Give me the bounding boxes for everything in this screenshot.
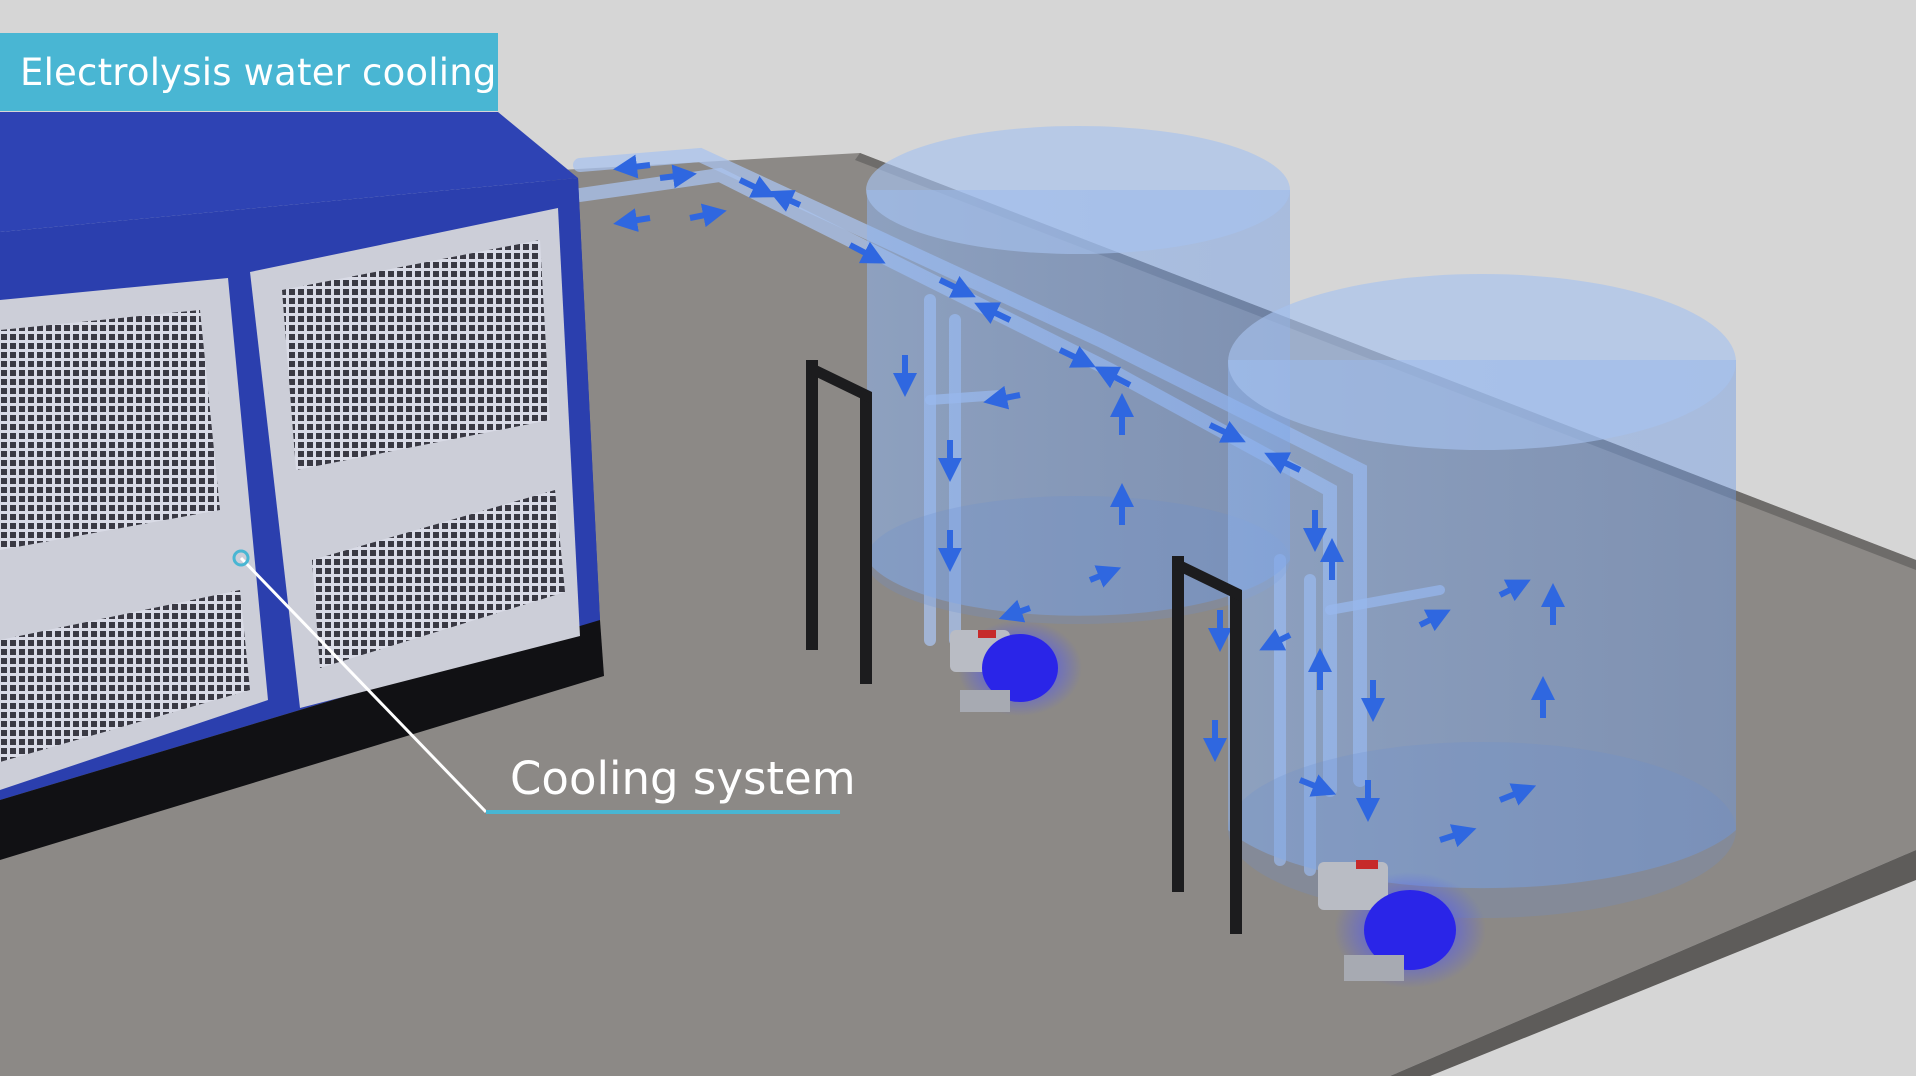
pump-icon — [950, 620, 1082, 716]
pump-icon — [1318, 860, 1486, 988]
callout-leader — [232, 549, 840, 814]
support-frame-right — [1172, 556, 1242, 934]
page-title: Electrolysis water cooling — [20, 50, 497, 94]
callout-label-cooling-system: Cooling system — [510, 752, 856, 805]
support-frame-left — [806, 360, 872, 684]
callout-anchor-icon — [232, 549, 250, 567]
title-banner: Electrolysis water cooling — [0, 33, 498, 111]
water-tank-left — [866, 126, 1290, 624]
cooling-unit — [0, 112, 604, 860]
water-tank-right — [1228, 274, 1736, 918]
flow-arrows — [613, 154, 1565, 848]
